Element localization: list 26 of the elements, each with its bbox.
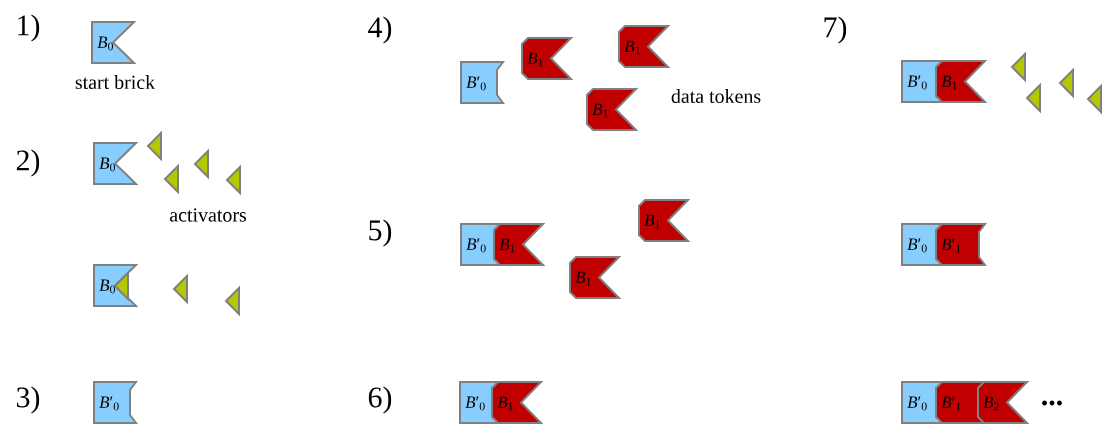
step-number: 4) — [368, 16, 392, 44]
brick: B$_{1}$ — [638, 199, 691, 242]
brick: B′$_{0}$ — [460, 61, 505, 104]
text-label: data tokens — [671, 89, 761, 103]
brick: B$_{1}$ — [521, 37, 574, 80]
brick: B′$_{0}$ — [93, 381, 138, 424]
step-number: 1) — [18, 14, 40, 42]
text-label: activators — [170, 208, 247, 222]
step-number: 3) — [17, 386, 40, 414]
step-number: 7) — [824, 16, 847, 44]
text-label: start brick — [75, 75, 156, 89]
brick: B$_{0}$ — [91, 21, 137, 64]
step-number: 6) — [368, 386, 392, 414]
brick: B$_{0}$ — [93, 264, 139, 307]
brick: B′$_{1}$ — [935, 223, 987, 266]
brick: B$_{1}$ — [586, 88, 639, 131]
step-number: 2) — [16, 149, 40, 177]
brick: B$_{1}$ — [618, 25, 671, 68]
brick: B$_{1}$ — [493, 223, 546, 266]
brick: B$_{2}$ — [977, 381, 1030, 424]
brick: B$_{1}$ — [935, 60, 988, 103]
ellipsis: ... — [1042, 400, 1062, 406]
step-number: 5) — [369, 219, 392, 247]
brick: B$_{1}$ — [569, 256, 622, 299]
brick: B$_{0}$ — [93, 142, 139, 185]
brick: B$_{1}$ — [491, 381, 544, 424]
